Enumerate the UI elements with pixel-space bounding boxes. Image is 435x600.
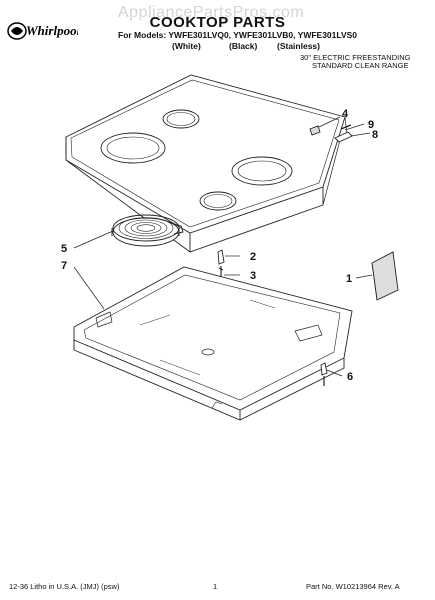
part-manual	[371, 251, 399, 301]
callout-8: 8	[372, 129, 378, 141]
callout-3: 3	[250, 270, 256, 282]
subtitle-line-2: STANDARD CLEAN RANGE	[312, 61, 409, 70]
callout-6: 6	[347, 371, 353, 383]
brand-wordmark: Whirlpool	[26, 23, 78, 38]
whirlpool-logo: Whirlpool	[6, 18, 81, 44]
callout-7: 7	[61, 260, 67, 272]
callout-5: 5	[61, 243, 67, 255]
footer-part-number: Part No. W10213964 Rev. A	[306, 582, 400, 591]
part-burner-box	[73, 266, 353, 421]
leader-lines	[73, 116, 373, 377]
variant-white: (White)	[172, 41, 201, 51]
part-surface-element	[111, 214, 184, 247]
page-title: COOKTOP PARTS	[149, 14, 286, 31]
part-clip-and-screw	[217, 249, 225, 278]
part-screw-and-clip	[309, 124, 353, 143]
variant-stainless: (Stainless)	[277, 41, 320, 51]
callout-4: 4	[342, 108, 349, 120]
callout-2: 2	[250, 251, 256, 263]
footer-page-number: 1	[213, 582, 218, 591]
footer-litho: 12-36 Litho in U.S.A. (JMJ) (psw)	[9, 582, 120, 591]
models-line: For Models: YWFE301LVQ0, YWFE301LVB0, YW…	[118, 30, 358, 40]
subtitle-line-1: 30" ELECTRIC FREESTANDING	[300, 53, 411, 62]
variant-black: (Black)	[229, 41, 258, 51]
part-screw-6	[320, 362, 328, 386]
callout-1: 1	[346, 273, 352, 285]
watermark: AppliancePartsPros.com	[118, 4, 305, 21]
callout-9: 9	[368, 119, 374, 131]
cooktop-panel	[65, 74, 348, 253]
